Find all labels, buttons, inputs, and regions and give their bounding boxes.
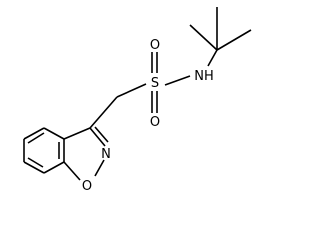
nh-label: NH — [194, 69, 214, 84]
bond — [63, 161, 81, 181]
bond — [89, 127, 106, 147]
bond — [63, 127, 91, 140]
bond — [207, 49, 218, 67]
bond — [43, 161, 65, 174]
bond — [89, 96, 118, 129]
bond — [43, 127, 65, 140]
bond — [116, 83, 147, 98]
bond — [27, 157, 44, 168]
oxygen-top-label: O — [150, 38, 160, 53]
bond — [27, 132, 45, 144]
ring-oxygen-label: O — [82, 179, 92, 194]
bond — [164, 75, 191, 86]
bond — [94, 159, 105, 177]
structure-diagram: S O O NH N O — [23, 7, 252, 194]
benzene-ring — [23, 127, 65, 174]
bond — [23, 161, 45, 174]
ring-nitrogen-label: N — [101, 147, 111, 162]
bond — [216, 29, 252, 51]
bond — [189, 24, 218, 51]
isoxazole-ring — [63, 126, 109, 181]
bond — [94, 126, 109, 143]
bond — [23, 127, 45, 140]
oxygen-bottom-label: O — [150, 115, 160, 130]
sulfur-label: S — [151, 76, 159, 91]
